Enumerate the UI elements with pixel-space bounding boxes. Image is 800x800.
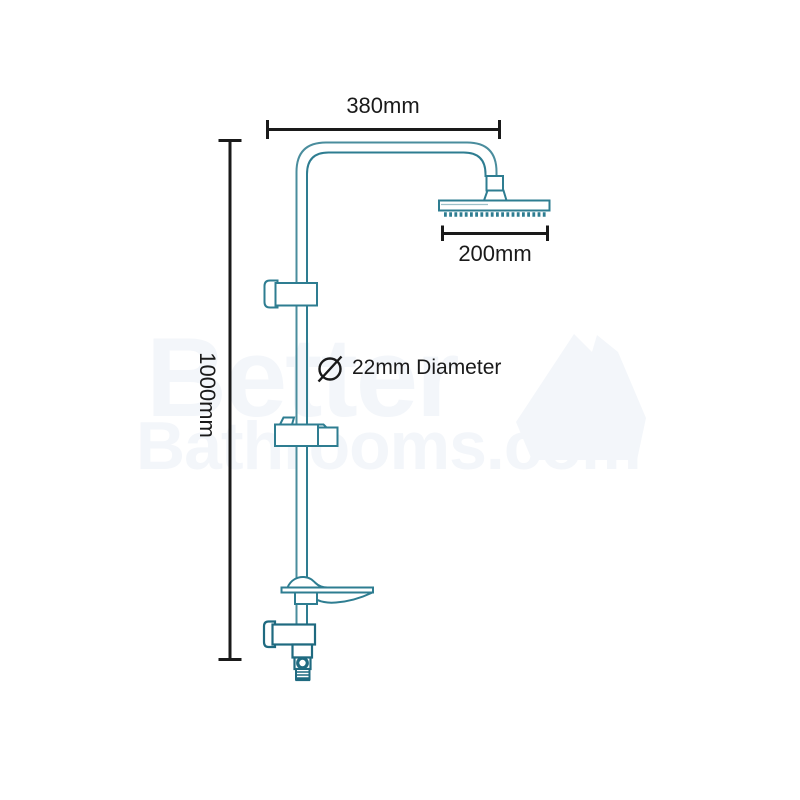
bottom-bracket-body	[271, 623, 317, 646]
soap-dish-collar	[294, 591, 318, 605]
soap-dish-plate	[280, 586, 374, 594]
diameter-label: 22mm Diameter	[352, 356, 502, 379]
dimension-lines	[218, 120, 549, 661]
slider-lever-tab	[278, 416, 296, 426]
slider-holder-step	[318, 423, 328, 429]
watermark-text-line1: Better	[146, 315, 460, 440]
hose-outlet-nut	[291, 643, 314, 659]
diameter-symbol-icon	[317, 355, 343, 383]
hose-outlet-ring	[296, 656, 309, 670]
hose-outlet-thread-lines	[296, 671, 310, 679]
top-bracket-flange	[263, 279, 279, 309]
top-bracket-body	[274, 282, 318, 307]
diameter-annotation: 22mm Diameter	[316, 352, 501, 384]
head-connector-nut	[485, 175, 504, 192]
slider-holder	[317, 426, 339, 447]
wall-bracket-bottom	[262, 620, 317, 682]
slider-body	[274, 423, 319, 447]
house-icon	[516, 334, 646, 460]
wall-bracket-top	[263, 279, 318, 309]
dimension-label-1000mm: 1000mm	[195, 352, 220, 438]
soap-dish	[280, 575, 374, 605]
riser-rail-and-arm	[295, 141, 498, 640]
slider-clamp	[274, 416, 339, 447]
dimension-label-380mm: 380mm	[346, 93, 420, 118]
pipe-inner-line	[306, 151, 487, 640]
dimension-label-200mm: 200mm	[458, 241, 532, 266]
pipe-outer-line	[295, 141, 498, 640]
shower-head	[438, 175, 551, 217]
head-connector-cone	[482, 189, 508, 202]
soap-dish-hump	[285, 575, 328, 589]
watermark-text-line2: Bathrooms.com	[136, 408, 642, 484]
shower-head-plate	[438, 199, 551, 212]
